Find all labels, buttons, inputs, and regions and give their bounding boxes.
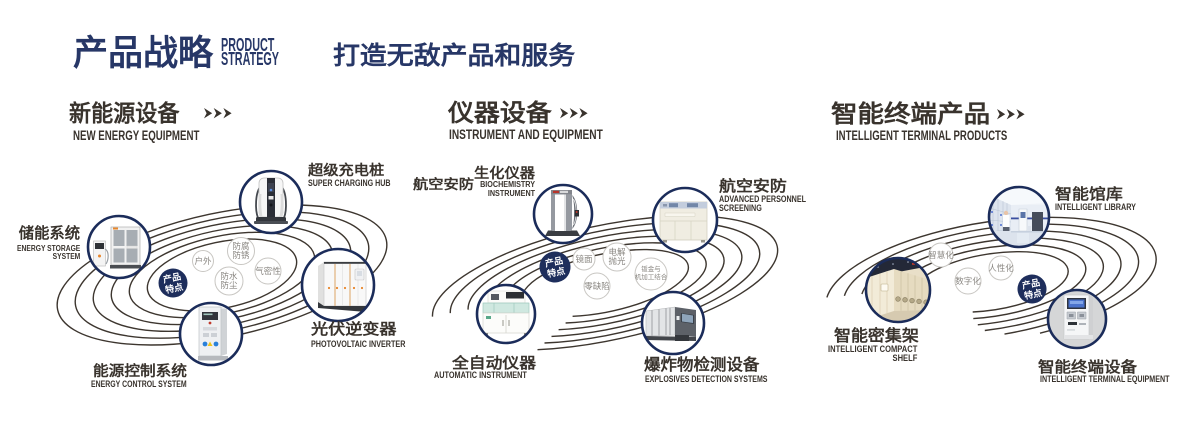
svg-text:防腐: 防腐 (232, 241, 250, 251)
svg-text:镜面: 镜面 (575, 254, 593, 264)
svg-text:防水: 防水 (220, 271, 238, 281)
svg-text:产品: 产品 (544, 254, 564, 269)
svg-text:抛光: 抛光 (608, 256, 626, 266)
svg-text:钣金与: 钣金与 (641, 264, 661, 273)
svg-text:零缺陷: 零缺陷 (584, 281, 610, 291)
svg-text:户外: 户外 (194, 256, 212, 266)
svg-text:特点: 特点 (164, 281, 184, 296)
svg-text:特点: 特点 (546, 265, 566, 280)
svg-text:机加工结合: 机加工结合 (635, 272, 668, 281)
svg-text:防尘: 防尘 (220, 280, 238, 290)
svg-text:产品: 产品 (1021, 276, 1041, 291)
svg-text:特点: 特点 (1023, 287, 1043, 302)
svg-text:电解: 电解 (608, 247, 626, 257)
svg-text:人性化: 人性化 (988, 263, 1014, 273)
svg-text:智慧化: 智慧化 (928, 250, 954, 260)
svg-text:产品: 产品 (162, 270, 182, 285)
svg-text:数字化: 数字化 (955, 276, 981, 286)
svg-text:防锈: 防锈 (232, 250, 250, 260)
svg-text:气密性: 气密性 (255, 266, 281, 276)
